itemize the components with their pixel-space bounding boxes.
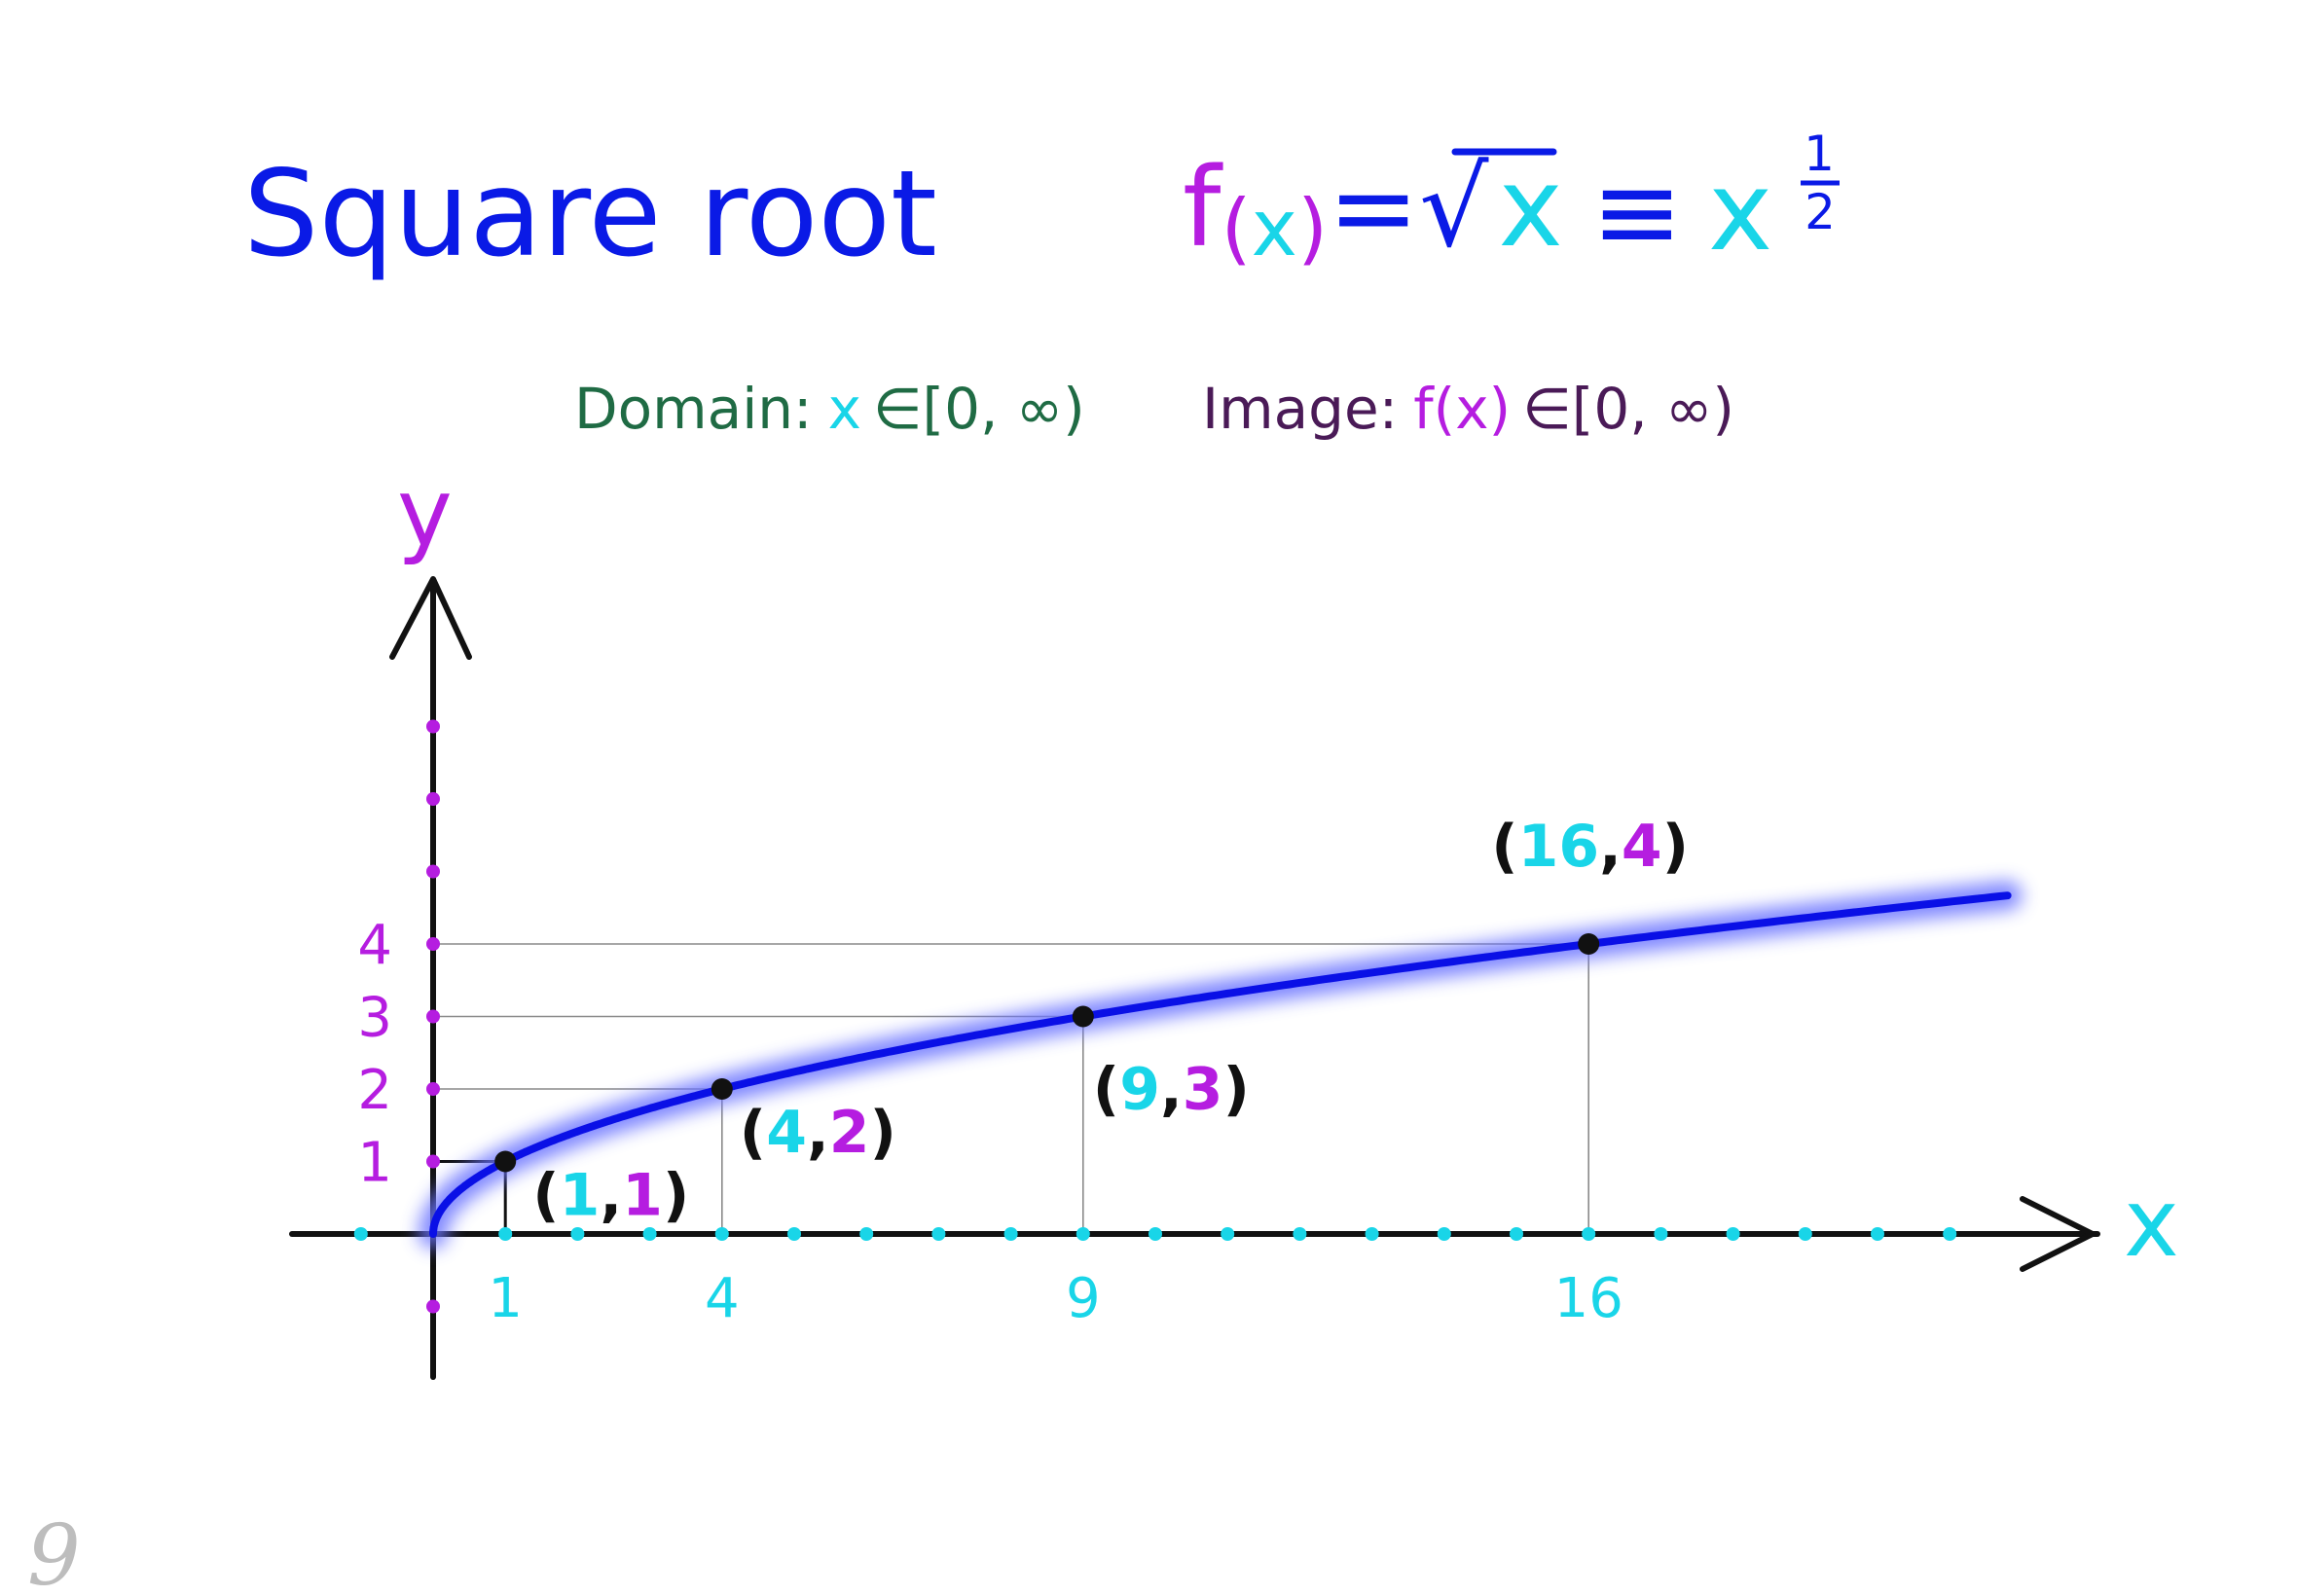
x-unit-dot — [642, 1227, 657, 1241]
x-unit-dot — [714, 1227, 729, 1241]
x-axis-label: x — [2124, 1169, 2179, 1278]
x-unit-dot — [1726, 1227, 1740, 1241]
x-tick-label: 16 — [1554, 1267, 1623, 1330]
y-axis-unit-dots — [426, 719, 440, 1314]
data-point — [1072, 1005, 1094, 1028]
point-label: (1,1) — [532, 1162, 689, 1230]
y-unit-dot — [426, 1009, 440, 1024]
data-point — [1578, 933, 1600, 955]
x-unit-dot — [1437, 1227, 1451, 1241]
y-unit-dot — [426, 1082, 440, 1096]
exponent-numerator: 1 — [1804, 126, 1835, 182]
x-unit-dot — [1510, 1227, 1523, 1241]
point-label: (16,4) — [1491, 813, 1689, 881]
y-unit-dot — [426, 864, 440, 879]
image-interval: ∈[0, ∞) — [1522, 376, 1734, 442]
x-unit-dot — [1798, 1227, 1812, 1241]
image-label: Image: — [1202, 376, 1398, 442]
x-unit-dot — [353, 1227, 368, 1241]
data-point — [494, 1150, 517, 1173]
formula-equals: = — [1328, 145, 1419, 272]
chart: x y 1 4 9 16 1 2 3 4 (1,1) (4,2) (9,3) (16,4) — [289, 458, 2179, 1380]
domain-label: Domain: — [574, 376, 813, 442]
x-unit-dot — [1293, 1227, 1307, 1241]
y-unit-dot — [426, 937, 440, 951]
x-unit-dot — [1076, 1227, 1090, 1241]
page-title: Square root — [243, 145, 937, 283]
x-unit-dot — [859, 1227, 874, 1241]
y-tick-labels: 1 2 3 4 — [357, 914, 392, 1195]
image-function: f(x) — [1413, 376, 1511, 442]
y-unit-dot — [426, 1299, 440, 1314]
data-point — [711, 1078, 733, 1100]
guide-lines — [433, 943, 1589, 1234]
formula-radicand: x — [1498, 145, 1562, 272]
x-unit-dot — [1582, 1227, 1596, 1241]
x-unit-dot — [1871, 1227, 1884, 1241]
image-statement: Image:f(x)∈[0, ∞) — [1202, 376, 1734, 442]
x-unit-dot — [1943, 1227, 1957, 1241]
formula: f(x)=√x ≡ x 1 2 — [1183, 126, 1840, 275]
y-unit-dot — [426, 719, 440, 734]
sqrt-curve — [429, 891, 2012, 1238]
y-unit-dot — [426, 792, 440, 806]
formula-f: f — [1183, 145, 1223, 272]
x-tick-label: 9 — [1066, 1267, 1101, 1330]
formula-radical: √ — [1419, 145, 1489, 272]
exponent-denominator: 2 — [1805, 184, 1836, 240]
y-axis-arrowhead — [389, 576, 472, 660]
domain-variable: x — [828, 376, 861, 442]
y-tick-label: 2 — [357, 1059, 392, 1122]
formula-close-paren: ) — [1297, 183, 1328, 273]
x-unit-dot — [1365, 1227, 1379, 1241]
y-tick-label: 3 — [357, 987, 392, 1050]
x-tick-label: 4 — [705, 1267, 740, 1330]
page-number: 9 — [27, 1507, 81, 1596]
x-unit-dot — [1221, 1227, 1235, 1241]
x-unit-dot — [787, 1227, 801, 1241]
y-tick-label: 4 — [357, 914, 392, 977]
point-label: (9,3) — [1093, 1056, 1250, 1124]
formula-equiv: ≡ — [1591, 149, 1683, 275]
point-label: (4,2) — [740, 1099, 896, 1167]
x-unit-dot — [570, 1227, 585, 1241]
formula-open-paren: ( — [1221, 183, 1251, 273]
y-axis-label: y — [397, 458, 453, 567]
domain-interval: ∈[0, ∞) — [873, 376, 1085, 442]
x-unit-dot — [1003, 1227, 1018, 1241]
formula-base-x: x — [1708, 149, 1772, 275]
x-unit-dot — [498, 1227, 513, 1241]
formula-x: x — [1252, 183, 1297, 273]
svg-text:f(x)=√x: f(x)=√x — [1183, 145, 1563, 273]
y-unit-dot — [426, 1154, 440, 1169]
x-axis-unit-dots — [353, 1227, 1957, 1241]
x-unit-dot — [931, 1227, 946, 1241]
x-axis-arrowhead — [2020, 1196, 2096, 1272]
point-labels: (1,1) (4,2) (9,3) (16,4) — [532, 813, 1689, 1230]
x-unit-dot — [1148, 1227, 1162, 1241]
x-tick-labels: 1 4 9 16 — [488, 1267, 1622, 1330]
domain-statement: Domain:x∈[0, ∞) — [574, 376, 1085, 442]
x-unit-dot — [1654, 1227, 1668, 1241]
highlighted-points — [494, 933, 1600, 1173]
x-tick-label: 1 — [488, 1267, 523, 1330]
y-tick-label: 1 — [357, 1132, 392, 1195]
